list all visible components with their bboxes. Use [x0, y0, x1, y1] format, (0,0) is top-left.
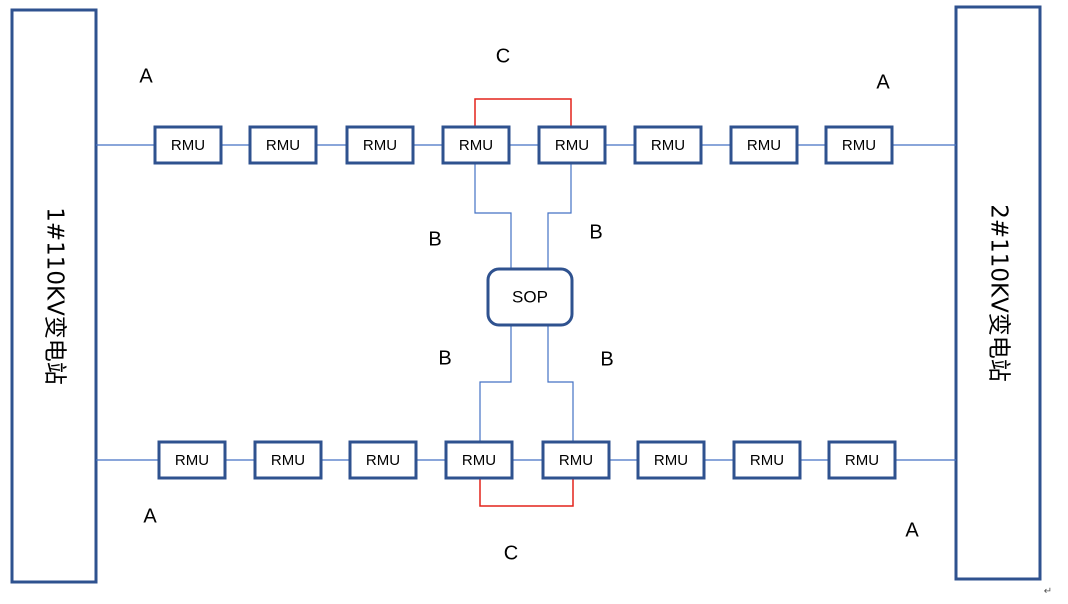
rmu-unit: RMU	[153, 125, 223, 165]
rmu-label: RMU	[175, 452, 209, 469]
rmu-box	[636, 440, 706, 480]
rmu-box	[444, 440, 514, 480]
rmu-label: RMU	[842, 137, 876, 154]
sop-link-bottom-left	[479, 324, 512, 442]
substation-right-box	[954, 5, 1042, 581]
letter-labels: A A A A B B B B C C	[139, 45, 919, 564]
bottom-feeder-rmus: RMU RMU RMU RMU RMU RMU RMU RMU	[157, 440, 897, 480]
substation-left-box	[10, 8, 98, 584]
rmu-box	[824, 125, 894, 165]
label-a-top-right: A	[876, 71, 890, 93]
rmu-label: RMU	[845, 452, 879, 469]
rmu-box	[345, 125, 415, 165]
rmu-label: RMU	[555, 137, 589, 154]
sop-link-top-right	[547, 163, 572, 270]
label-a-bottom-right: A	[905, 519, 919, 541]
rmu-unit: RMU	[732, 440, 802, 480]
rmu-unit: RMU	[253, 440, 323, 480]
rmu-unit: RMU	[537, 125, 607, 165]
rmu-unit: RMU	[827, 440, 897, 480]
rmu-unit: RMU	[348, 440, 418, 480]
substation-right-name: 2#110KV变电站	[986, 204, 1012, 382]
substation-right: 2#110KV变电站	[954, 5, 1042, 581]
rmu-unit: RMU	[441, 125, 511, 165]
rmu-unit: RMU	[636, 440, 706, 480]
tie-line-bottom	[479, 478, 574, 507]
sop-link-top-left	[474, 163, 512, 270]
label-a-top-left: A	[139, 65, 153, 87]
label-b-lower-right: B	[600, 348, 613, 370]
rmu-label: RMU	[462, 452, 496, 469]
substation-left: 1#110KV变电站	[10, 8, 98, 584]
sop-label: SOP	[512, 287, 548, 306]
rmu-box	[729, 125, 799, 165]
wires	[96, 144, 956, 461]
rmu-unit: RMU	[345, 125, 415, 165]
sop-box	[486, 267, 574, 327]
rmu-box	[541, 440, 611, 480]
rmu-box	[827, 440, 897, 480]
rmu-label: RMU	[171, 137, 205, 154]
rmu-box	[248, 125, 318, 165]
rmu-label: RMU	[654, 452, 688, 469]
rmu-box	[157, 440, 227, 480]
label-a-bottom-left: A	[143, 505, 157, 527]
tie-lines	[474, 98, 574, 507]
rmu-label: RMU	[266, 137, 300, 154]
substation-left-name: 1#110KV变电站	[42, 207, 68, 385]
paragraph-mark: ↵	[1044, 586, 1052, 597]
rmu-label: RMU	[459, 137, 493, 154]
rmu-label: RMU	[559, 452, 593, 469]
rmu-unit: RMU	[157, 440, 227, 480]
top-feeder-rmus: RMU RMU RMU RMU RMU RMU RMU RMU	[153, 125, 894, 165]
rmu-label: RMU	[363, 137, 397, 154]
sop-unit: SOP	[486, 267, 574, 327]
rmu-unit: RMU	[729, 125, 799, 165]
rmu-unit: RMU	[248, 125, 318, 165]
rmu-label: RMU	[651, 137, 685, 154]
rmu-label: RMU	[366, 452, 400, 469]
rmu-unit: RMU	[444, 440, 514, 480]
label-b-upper-right: B	[589, 221, 602, 243]
sop-link-bottom-right	[547, 324, 574, 442]
label-c-top: C	[496, 45, 510, 67]
rmu-box	[441, 125, 511, 165]
rmu-box	[633, 125, 703, 165]
rmu-box	[732, 440, 802, 480]
rmu-label: RMU	[747, 137, 781, 154]
tie-line-top	[474, 98, 572, 127]
rmu-box	[153, 125, 223, 165]
label-b-upper-left: B	[428, 228, 441, 250]
rmu-box	[537, 125, 607, 165]
rmu-box	[348, 440, 418, 480]
label-c-bottom: C	[504, 542, 518, 564]
rmu-label: RMU	[271, 452, 305, 469]
rmu-unit: RMU	[633, 125, 703, 165]
rmu-box	[253, 440, 323, 480]
label-b-lower-left: B	[438, 347, 451, 369]
rmu-unit: RMU	[824, 125, 894, 165]
rmu-unit: RMU	[541, 440, 611, 480]
rmu-label: RMU	[750, 452, 784, 469]
